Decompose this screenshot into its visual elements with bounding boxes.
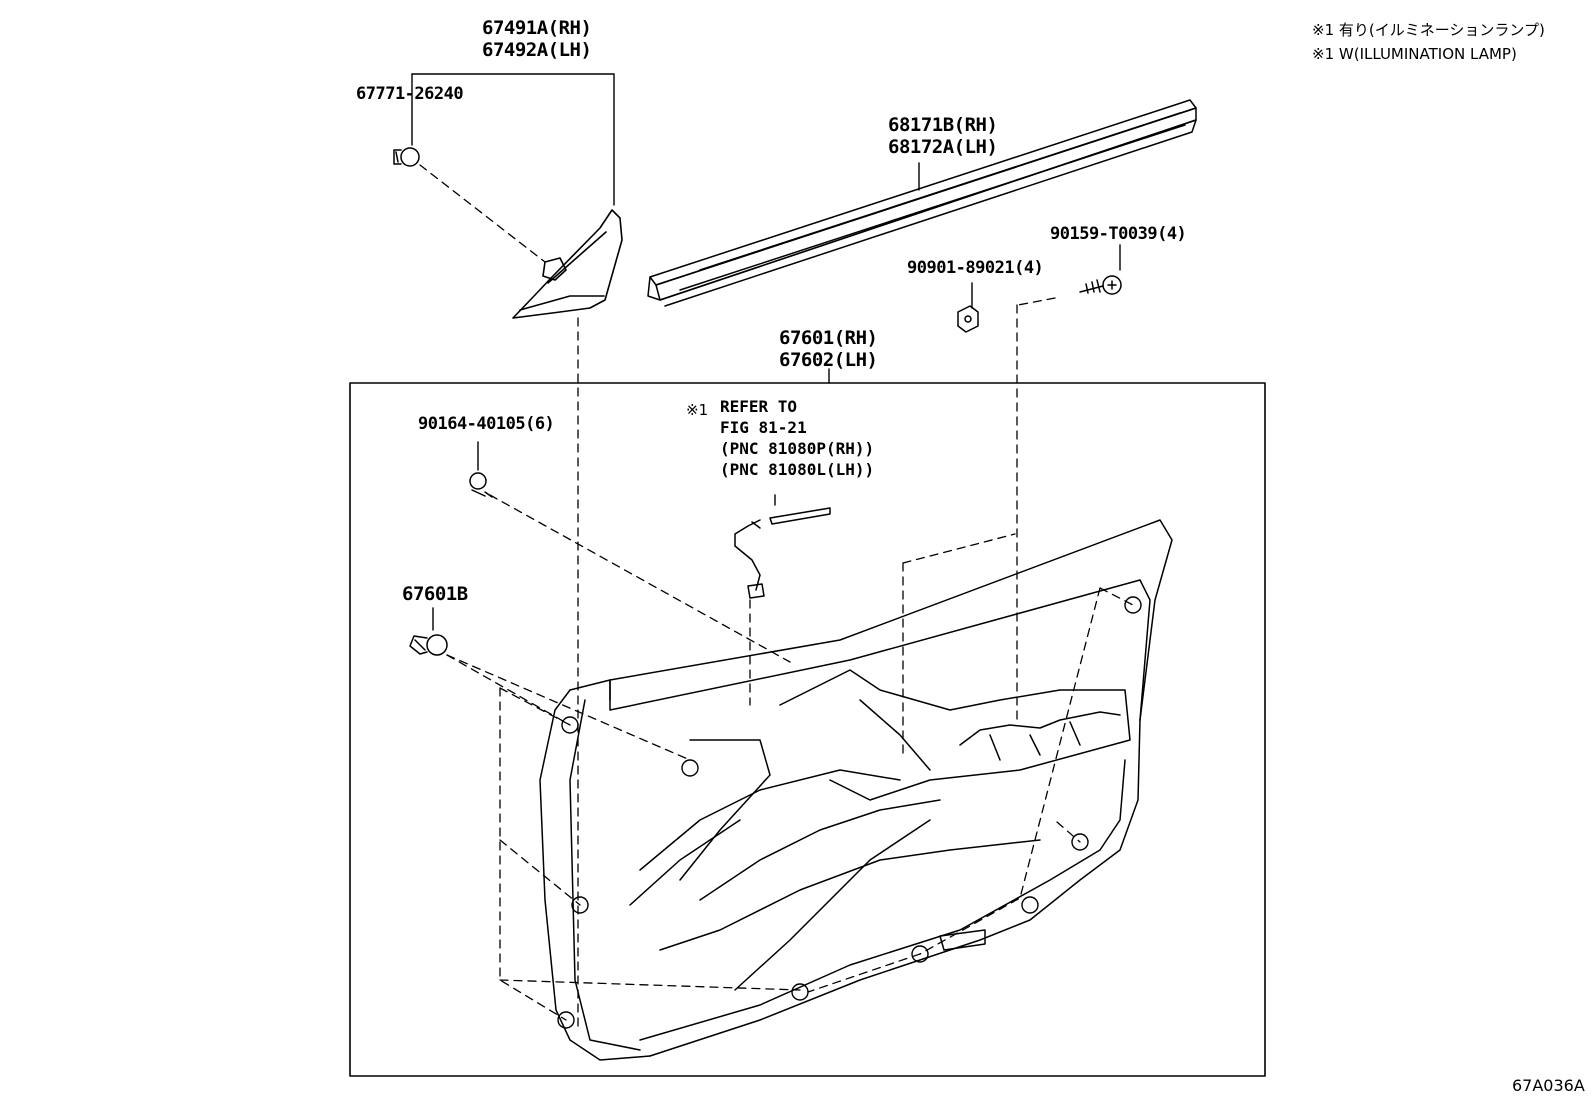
- note-jp: ※1 有り(イルミネーションランプ): [1312, 21, 1545, 39]
- clip-holes: [557, 596, 1142, 1029]
- corner-piece: [512, 209, 623, 319]
- refer-line-1: REFER TO: [720, 397, 798, 416]
- screw-90159: [1079, 275, 1122, 295]
- figure-code: 67A036A: [1512, 1076, 1585, 1095]
- refer-line-2: FIG 81-21: [720, 418, 807, 437]
- label-67771: 67771-26240: [356, 84, 464, 104]
- label-90164: 90164-40105(6): [418, 414, 555, 434]
- clip-67771: [393, 147, 420, 167]
- label-67602: 67602(LH): [779, 349, 878, 371]
- label-67601b: 67601B: [402, 583, 468, 605]
- label-90901: 90901-89021(4): [907, 258, 1044, 278]
- nut-90901: [957, 305, 979, 333]
- note-en: ※1 W(ILLUMINATION LAMP): [1312, 45, 1517, 63]
- label-67492a: 67492A(LH): [482, 39, 592, 61]
- refer-line-4: (PNC 81080L(LH)): [720, 460, 875, 479]
- label-68171b: 68171B(RH): [888, 114, 998, 136]
- dashed-lines: [419, 164, 1134, 1031]
- leader-lines: [411, 73, 1121, 631]
- weatherstrip: [647, 99, 1197, 307]
- refer-mark: ※1: [686, 401, 709, 419]
- assembly-box: [349, 382, 1266, 1077]
- label-67601: 67601(RH): [779, 327, 878, 349]
- refer-line-3: (PNC 81080P(RH)): [720, 439, 875, 458]
- clip-67601b: [409, 634, 448, 656]
- label-90159: 90159-T0039(4): [1050, 224, 1187, 244]
- illumination-lamp: [734, 507, 831, 599]
- screw-90164: [469, 472, 493, 498]
- label-67491a: 67491A(RH): [482, 17, 592, 39]
- label-68172a: 68172A(LH): [888, 136, 998, 158]
- door-panel: [539, 519, 1173, 1061]
